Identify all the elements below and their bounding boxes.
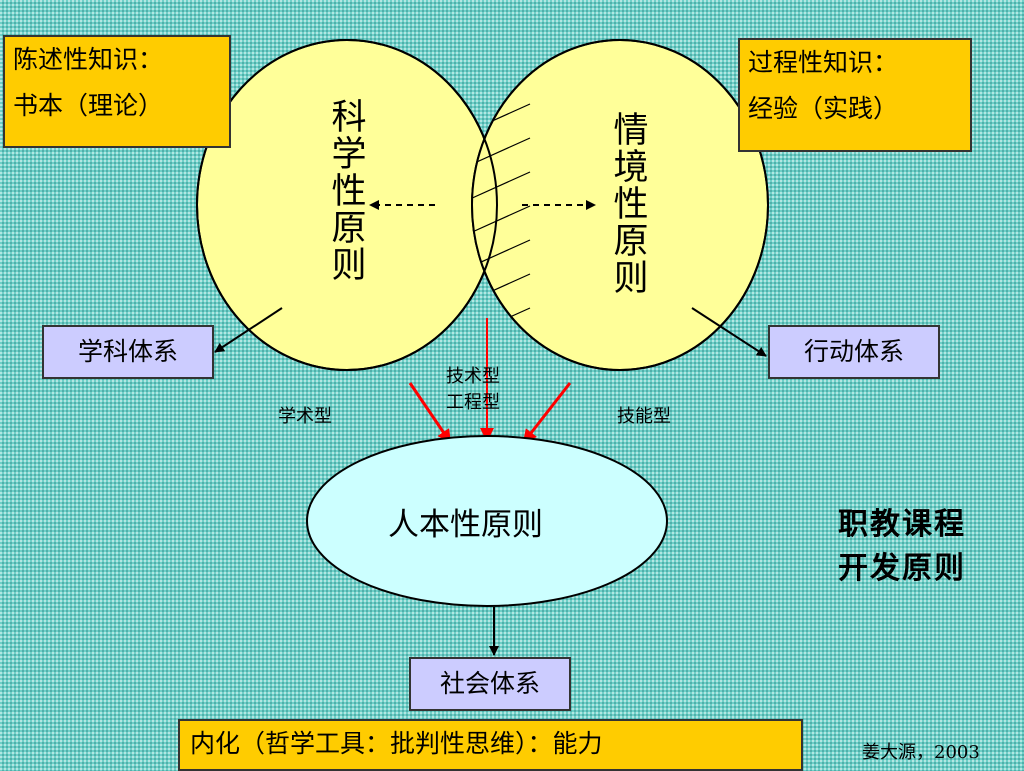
arrow-to-discipline [214,307,283,353]
engineering-type-label: 工程型 [446,392,500,413]
red-arrow-right [522,382,572,444]
declarative-line2: 书本（理论） [13,91,164,120]
academic-type-label: 学术型 [278,406,332,427]
hatch-line [472,205,531,252]
title-line2: 开发原则 [838,551,966,586]
arrow-to-action [691,307,767,357]
procedural-knowledge-box: 过程性知识： 经验（实践） [738,38,972,152]
internalization-box: 内化（哲学工具：批判性思维）：能力 [178,719,803,771]
hatch-line [472,137,531,184]
technical-type-label: 技术型 [446,366,500,387]
hatch-line [472,171,531,218]
action-system-box: 行动体系 [768,325,940,379]
red-arrow-left [408,382,452,444]
declarative-line1: 陈述性知识： [13,45,164,74]
skill-type-label: 技能型 [617,406,671,427]
discipline-system-box: 学科体系 [42,325,214,379]
author-credit: 姜大源，2003 [862,742,980,763]
humanistic-oval [306,435,668,607]
diagram-title: 职教课程 开发原则 [838,503,966,591]
title-line1: 职教课程 [838,507,966,542]
situational-principle-label: 情境性原则 [613,111,649,299]
social-system-box: 社会体系 [409,657,571,711]
scientific-principle-label: 科学性原则 [331,98,367,286]
declarative-knowledge-box: 陈述性知识： 书本（理论） [3,35,231,148]
procedural-line2: 经验（实践） [748,94,899,123]
procedural-line1: 过程性知识： [748,48,899,77]
humanistic-principle-label: 人本性原则 [388,507,543,543]
